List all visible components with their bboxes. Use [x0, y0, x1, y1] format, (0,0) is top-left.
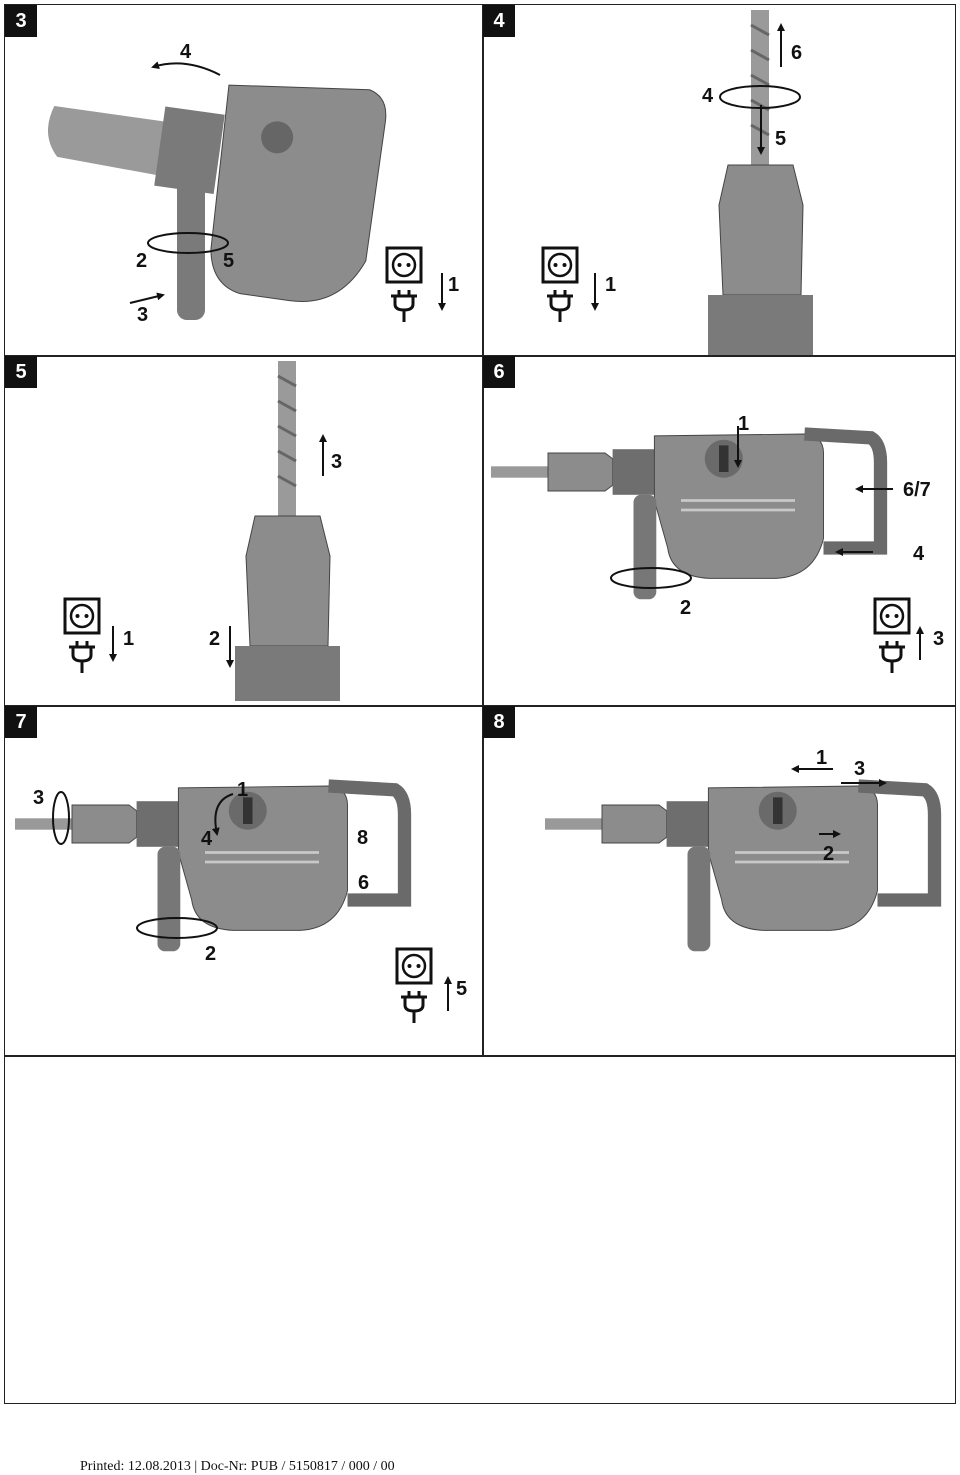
step-label: 3: [854, 758, 866, 780]
drill-illustration-5: [63, 361, 340, 701]
step-label: 3: [933, 628, 945, 650]
vertical-divider: [482, 5, 484, 1055]
panel-number: 7: [5, 706, 37, 738]
step-label: 3: [137, 304, 149, 326]
step-label: 6: [791, 42, 803, 64]
socket-plug-icon: [541, 246, 579, 324]
step-label: 5: [775, 128, 787, 150]
step-label: 4: [201, 828, 213, 850]
chuck: [245, 515, 331, 647]
step-label: 1: [448, 274, 460, 296]
panel-4: 4 6 4 5 1: [483, 5, 955, 355]
row-divider: [5, 355, 955, 357]
row-divider: [5, 705, 955, 707]
panel-number: 4: [483, 5, 515, 37]
panel-number: 5: [5, 356, 37, 388]
rotate-arrow-icon: [151, 61, 221, 76]
straight-arrow-icon: [129, 292, 165, 304]
panel-6: 6 1 6/7 4 2 3: [483, 356, 955, 705]
step-label: 6: [358, 872, 370, 894]
row-divider: [5, 1055, 955, 1057]
step-label: 6/7: [903, 479, 931, 501]
panel-number: 8: [483, 706, 515, 738]
chuck: [718, 164, 804, 296]
step-label: 1: [123, 628, 135, 650]
print-footer: Printed: 12.08.2013 | Doc-Nr: PUB / 5150…: [80, 1459, 395, 1474]
panel-number: 3: [5, 5, 37, 37]
panel-7: 7 3 1 4 8 6 2 5: [5, 706, 482, 1055]
step-label: 5: [456, 978, 468, 1000]
rotate-arrow-icon: [610, 567, 692, 589]
step-label: 2: [205, 943, 217, 965]
socket-plug-icon: [63, 597, 101, 675]
rotate-arrow-icon: [52, 791, 70, 845]
step-label: 8: [357, 827, 369, 849]
drill-illustration-3: [48, 61, 446, 324]
panel-3: 3 4 2 5 3 1: [5, 5, 482, 355]
panel-5: 5 3 1 2: [5, 356, 482, 705]
empty-panel: [5, 1056, 955, 1403]
socket-plug-icon: [873, 597, 911, 675]
step-label: 4: [913, 543, 925, 565]
step-label: 3: [33, 787, 45, 809]
rotate-arrow-icon: [147, 232, 229, 254]
step-label: 2: [209, 628, 221, 650]
step-label: 1: [605, 274, 617, 296]
socket-plug-icon: [385, 246, 423, 324]
rotate-arrow-icon: [136, 917, 218, 939]
step-label: 2: [680, 597, 692, 619]
drill-illustration-4: [541, 10, 813, 355]
step-label: 1: [237, 779, 249, 801]
panel-8: 8 1 3 2: [483, 706, 955, 1055]
drill-illustration-8: [483, 765, 955, 1055]
step-label: 1: [816, 747, 828, 769]
panel-number: 6: [483, 356, 515, 388]
step-label: 4: [180, 41, 192, 63]
drill-bit: [278, 361, 296, 521]
step-label: 3: [331, 451, 343, 473]
step-label: 4: [702, 85, 714, 107]
socket-plug-icon: [395, 947, 433, 1025]
step-label: 5: [223, 250, 235, 272]
step-label: 2: [823, 843, 835, 865]
drill-bit: [751, 10, 769, 170]
figure-grid: 3 4 2 5 3 1 4 6 4 5 1: [4, 4, 956, 1404]
step-label: 1: [738, 413, 750, 435]
drill-illustration-7: [5, 706, 452, 1025]
step-label: 2: [136, 250, 148, 272]
rotate-arrow-icon: [211, 793, 234, 836]
drill-illustration-6: [483, 426, 924, 675]
side-handle: [177, 175, 205, 320]
